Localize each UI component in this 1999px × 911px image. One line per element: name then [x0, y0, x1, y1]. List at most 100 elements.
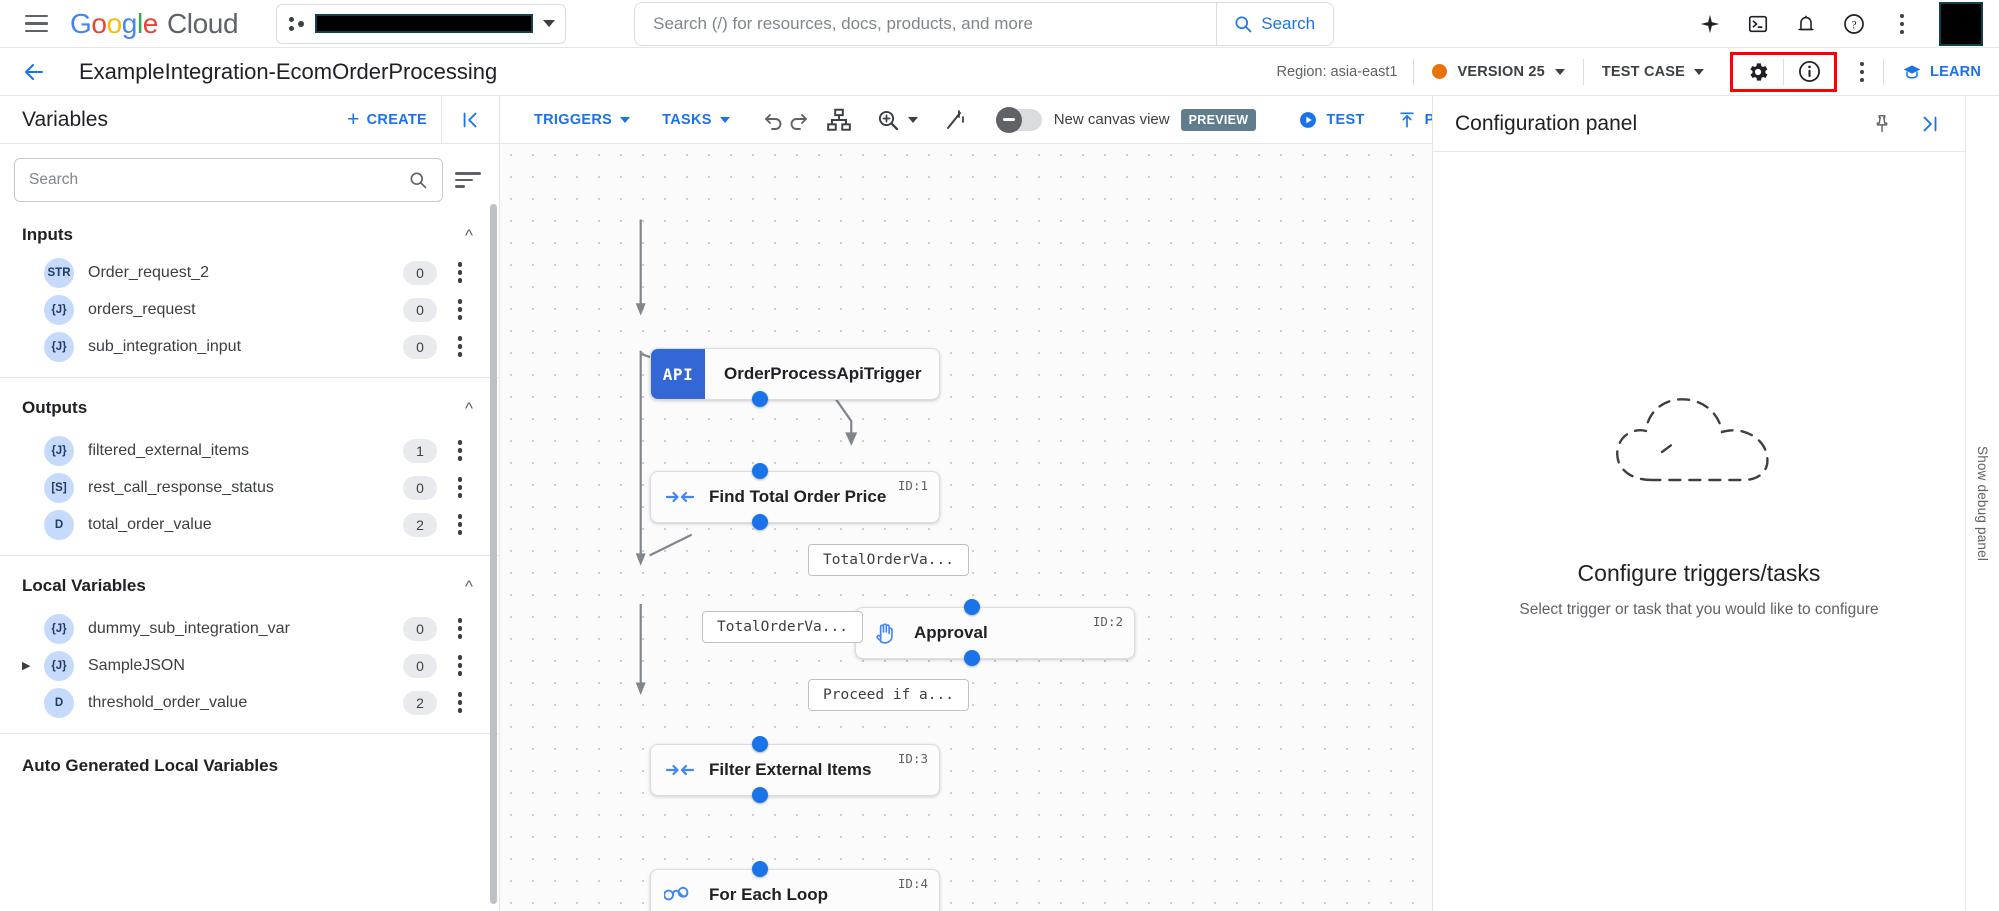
global-search[interactable]: Search: [634, 1, 1335, 46]
edge-label-proceed-if-approved[interactable]: Proceed if a...: [808, 679, 969, 711]
variable-row-filtered-external-items[interactable]: {J} filtered_external_items 1: [0, 432, 499, 469]
integration-canvas[interactable]: API OrderProcessApiTrigger Find Tot: [500, 144, 1432, 911]
node-output-port[interactable]: [752, 514, 768, 530]
edge-label-total-order-value-2[interactable]: TotalOrderVa...: [702, 611, 863, 643]
variable-row-rest-call-response-status[interactable]: [S] rest_call_response_status 0: [0, 469, 499, 506]
row-more-options-icon[interactable]: [447, 336, 473, 357]
sort-filter-icon[interactable]: [455, 172, 481, 188]
publish-button[interactable]: PUBLISH: [1381, 110, 1432, 130]
node-approval[interactable]: Approval ID:2: [855, 607, 1135, 659]
account-avatar[interactable]: [1939, 1, 1983, 46]
node-input-port[interactable]: [752, 861, 768, 877]
chevron-down-icon: [907, 116, 918, 123]
edge-label-total-order-value-1[interactable]: TotalOrderVa...: [808, 544, 969, 576]
row-more-options-icon[interactable]: [447, 477, 473, 498]
collapse-right-icon[interactable]: [1909, 103, 1951, 145]
show-debug-panel-label[interactable]: Show debug panel: [1975, 445, 1990, 562]
node-filter-external-items[interactable]: Filter External Items ID:3: [650, 744, 940, 796]
chevron-up-icon[interactable]: ^: [465, 398, 473, 418]
row-more-options-icon[interactable]: [447, 514, 473, 535]
variable-row-samplejson[interactable]: ▶ {J} SampleJSON 0: [0, 647, 499, 684]
chevron-up-icon[interactable]: ^: [465, 576, 473, 596]
row-more-options-icon[interactable]: [447, 440, 473, 461]
search-button[interactable]: Search: [1216, 2, 1334, 45]
magic-wand-icon[interactable]: [944, 100, 968, 140]
node-output-port[interactable]: [752, 391, 768, 407]
variable-row-orders-request[interactable]: {J} orders_request 0: [0, 291, 499, 328]
zoom-control[interactable]: [868, 108, 928, 132]
learn-label: LEARN: [1930, 63, 1981, 80]
section-header-outputs[interactable]: Outputs ^: [0, 378, 499, 432]
tasks-menu[interactable]: TASKS: [646, 112, 746, 128]
collapse-panel-icon[interactable]: [441, 95, 499, 144]
variables-scrollbar[interactable]: [490, 204, 497, 904]
row-more-options-icon[interactable]: [447, 655, 473, 676]
variable-count-badge: 0: [403, 297, 437, 322]
search-input[interactable]: [635, 2, 1217, 45]
node-output-port[interactable]: [752, 787, 768, 803]
variable-row-threshold-order-value[interactable]: D threshold_order_value 2: [0, 684, 499, 721]
variable-count-badge: 0: [403, 334, 437, 359]
test-button[interactable]: TEST: [1282, 110, 1380, 130]
canvas-area: TRIGGERS TASKS: [500, 96, 1432, 911]
hamburger-icon[interactable]: [14, 2, 58, 46]
section-header-inputs[interactable]: Inputs ^: [0, 216, 499, 254]
more-options-icon[interactable]: [1881, 3, 1923, 45]
auto-layout-icon[interactable]: [826, 100, 852, 140]
pin-icon[interactable]: [1861, 103, 1903, 145]
help-icon[interactable]: ?: [1833, 3, 1875, 45]
preview-badge: PREVIEW: [1180, 108, 1257, 131]
row-more-options-icon[interactable]: [447, 262, 473, 283]
integration-header-actions: Region: asia-east1 VERSION 25 TEST CASE: [1261, 48, 1999, 95]
variables-search-box[interactable]: [14, 158, 443, 202]
undo-icon[interactable]: [762, 100, 786, 140]
divider: [0, 377, 499, 378]
variable-row-total-order-value[interactable]: D total_order_value 2: [0, 506, 499, 543]
expand-twisty-icon[interactable]: ▶: [22, 660, 31, 672]
node-input-port[interactable]: [964, 599, 980, 615]
cloud-shell-icon[interactable]: [1737, 3, 1779, 45]
node-input-port[interactable]: [752, 463, 768, 479]
node-output-port[interactable]: [964, 650, 980, 666]
play-icon: [1300, 111, 1317, 128]
back-button[interactable]: [14, 52, 54, 92]
variable-count-badge: 0: [403, 475, 437, 500]
row-more-options-icon[interactable]: [447, 692, 473, 713]
debug-panel-rail[interactable]: Show debug panel: [1965, 96, 1999, 911]
variable-row-order-request-2[interactable]: STR Order_request_2 0: [0, 254, 499, 291]
gemini-sparkle-icon[interactable]: [1689, 3, 1731, 45]
tasks-label: TASKS: [662, 111, 712, 128]
project-name-redacted: [315, 14, 534, 33]
variable-count-badge: 0: [403, 260, 437, 285]
test-case-selector[interactable]: TEST CASE: [1584, 64, 1722, 80]
section-header-local-variables[interactable]: Local Variables ^: [0, 556, 499, 610]
notifications-bell-icon[interactable]: [1785, 3, 1827, 45]
node-for-each-loop[interactable]: For Each Loop ID:4: [650, 869, 940, 911]
more-options-icon[interactable]: [1841, 51, 1883, 93]
create-variable-button[interactable]: + CREATE: [333, 109, 441, 130]
approval-hand-icon: [856, 620, 914, 646]
variable-row-dummy-sub-integration-var[interactable]: {J} dummy_sub_integration_var 0: [0, 610, 499, 647]
section-header-auto-generated-local-variables[interactable]: Auto Generated Local Variables: [0, 734, 499, 780]
version-selector[interactable]: VERSION 25: [1414, 64, 1582, 80]
node-order-process-api-trigger[interactable]: API OrderProcessApiTrigger: [650, 348, 940, 400]
row-more-options-icon[interactable]: [447, 618, 473, 639]
redo-icon[interactable]: [786, 100, 810, 140]
project-selector[interactable]: [276, 3, 567, 44]
node-find-total-order-price[interactable]: Find Total Order Price ID:1: [650, 471, 940, 523]
test-label: TEST: [1326, 111, 1365, 128]
search-input[interactable]: [29, 171, 408, 189]
variable-count-badge: 2: [403, 690, 437, 715]
new-canvas-view-toggle[interactable]: [995, 106, 1042, 133]
row-more-options-icon[interactable]: [447, 299, 473, 320]
chevron-up-icon[interactable]: ^: [465, 225, 473, 245]
settings-gear-icon[interactable]: [1733, 55, 1783, 89]
variable-row-sub-integration-input[interactable]: {J} sub_integration_input 0: [0, 328, 499, 365]
info-icon[interactable]: [1784, 55, 1834, 89]
variable-type-badge: [S]: [44, 472, 74, 503]
learn-button[interactable]: LEARN: [1884, 62, 1999, 82]
triggers-menu[interactable]: TRIGGERS: [518, 112, 646, 128]
node-input-port[interactable]: [752, 736, 768, 752]
